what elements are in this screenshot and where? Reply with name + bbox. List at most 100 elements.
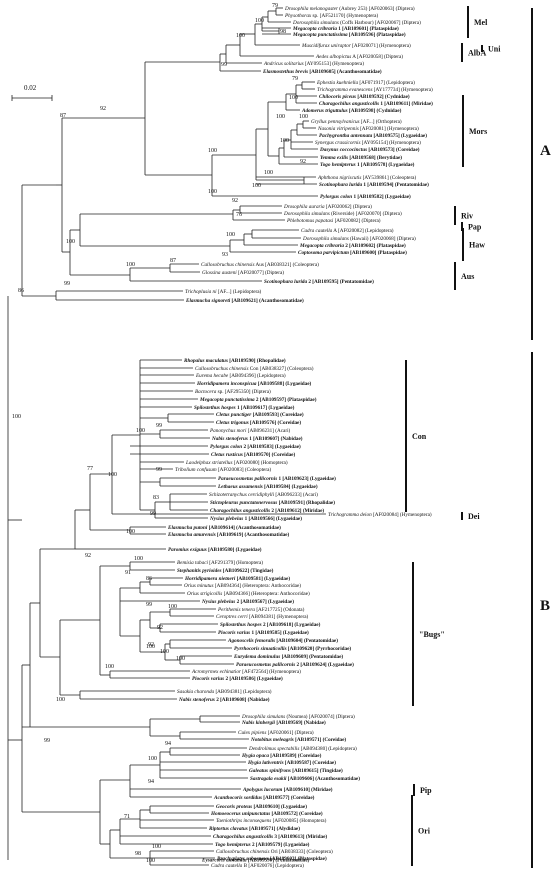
taxon-label: Coptosoma parvipictum [AB109600] (Platas…: [298, 249, 407, 256]
taxon-label: Rhopalus maculatus [AB109590] (Rhopalida…: [184, 357, 286, 364]
bootstrap-value: 100: [299, 114, 308, 120]
bootstrap-value: 100: [105, 664, 114, 670]
bootstrap-value: 92: [157, 625, 163, 631]
taxon-label: Yemma exilis [AB109568] (Berytidae): [320, 154, 402, 161]
bootstrap-value: 100: [236, 33, 245, 39]
taxon-label: Physothorax sp. [AF521170] (Hymenoptera): [284, 12, 378, 19]
group-bars: MelUniAlbAMorsRivPapHawAusConDei"Bugs"Pi…: [405, 6, 501, 866]
group-label: Mel: [474, 18, 488, 27]
taxon-label: Notobitus meleagris [AB109571] (Coreidae…: [250, 736, 346, 743]
bootstrap-value: 71: [124, 814, 130, 820]
bootstrap-value: 100: [152, 844, 161, 850]
group-label: Pap: [468, 223, 482, 232]
taxon-label: Togo hemipterus 2 [AB109579] (Lygaeidae): [215, 841, 310, 848]
taxon-label: Acanthocoris sordidus [AB109577] (Coreid…: [213, 794, 315, 801]
taxon-label: Bemisia tabaci [AF291379] (Homoptera): [177, 559, 263, 566]
group-bracket: Mors: [462, 95, 487, 167]
taxon-label: Drosophila simulans (Noumea) [AF020074] …: [241, 713, 355, 720]
bootstrap-value: 76: [236, 212, 242, 218]
group-bracket: Riv: [454, 206, 473, 225]
taxon-label: Aedes albopictus A [AF020058] (Diptera): [315, 53, 403, 60]
clade-b-label: B: [540, 598, 550, 614]
taxon-label: Gryllus pennsylvanicus [AF...] (Orthopte…: [311, 118, 402, 125]
taxon-label: Nysius plebeius 2 [AB109567] (Lygaeidae): [201, 598, 294, 605]
taxon-label: Perithemis tenera [AF217725] (Odonata): [217, 606, 305, 613]
taxon-label: Callosobruchus chinensis Ori [AB038333] …: [216, 848, 333, 855]
group-bracket: Pip: [413, 784, 432, 796]
taxon-label: Megacopta punctatissima [AB109596] (Plat…: [292, 31, 406, 38]
taxon-label: Nysius plebeius 1 [AB109566] (Lygaeidae): [209, 515, 302, 522]
bootstrap-value: 100: [136, 428, 145, 434]
taxon-label: Charagochilus angusticollis 3 [AB109613]…: [213, 833, 327, 840]
bootstrap-value: 99: [44, 738, 50, 744]
bootstrap-value: 93: [222, 252, 228, 258]
group-bracket: Pap: [461, 222, 482, 232]
bootstrap-value: 100: [226, 232, 235, 238]
group-bracket: Ori: [411, 795, 431, 866]
bootstrap-value: 99: [221, 62, 227, 68]
bootstrap-value: 100: [126, 262, 135, 268]
bootstrap-value: 100: [148, 756, 157, 762]
bootstrap-value: 100: [160, 649, 169, 655]
group-label: "Bugs": [419, 630, 445, 639]
taxon-label: Elasmucha putoni [AB109614] (Acanthosoma…: [167, 524, 281, 531]
taxon-label: Stephanitis pyrioides [AB109622] (Tingid…: [177, 567, 274, 574]
taxon-label: Eysarcoris annamita [AB109599] (Pentatom…: [201, 856, 310, 863]
taxon-label: Adomerus triguttulus [AB109598] (Cydnida…: [301, 107, 402, 114]
bootstrap-value: 100: [252, 183, 261, 189]
taxon-label: Togo hemipterus 1 [AB109578] (Lygaeidae): [320, 161, 415, 168]
taxon-label: Hygia lativentris [AB109587] (Coreidae): [247, 759, 336, 766]
taxon-label: Muscidifurax uniraptor [AF020071] (Hymen…: [301, 42, 411, 49]
taxon-label: Lethaeus assamensis [AB109584] (Lygaeida…: [217, 483, 318, 490]
taxon-label: Charagochilus angusticollis 2 [AB109612]…: [210, 507, 324, 514]
bootstrap-value: 87: [60, 113, 66, 119]
taxon-label: Taeniothrips inconsequens [AF020085] (Ho…: [216, 817, 327, 824]
taxon-label: Cletus trigonus [AB109576] (Coreidae): [216, 419, 301, 426]
group-label: Ori: [418, 827, 431, 836]
taxon-label: Spilostethus hospes 2 [AB109618] (Lygaei…: [220, 621, 321, 628]
taxon-label: Nabis stenoferus 2 [AB109608] (Nabidae): [178, 696, 270, 703]
taxon-label: Chilocoris piceus [AB109592] (Cydnidae): [319, 93, 410, 100]
bootstrap-value: 92: [232, 198, 238, 204]
taxon-label: Piocoris varius 2 [AB109586] (Lygaeidae): [192, 675, 283, 682]
bootstrap-value: 77: [87, 466, 93, 472]
taxon-label: Trichogramma evanescens [AY177734] (Hyme…: [317, 86, 433, 93]
taxon-label: Riptortus clavatus [AB109571] (Alydidae): [209, 825, 300, 832]
taxon-label: Phlebotomus papatasi [AF020082] (Diptera…: [286, 217, 381, 224]
group-label: Haw: [469, 241, 485, 250]
bootstrap-value: 99: [64, 281, 70, 287]
taxon-label: Orius strigicollis [AB094366] (Heteropte…: [187, 590, 310, 597]
taxon-label: Pylorgus colon 2 [AB109583] (Lygaeidae): [210, 443, 301, 450]
taxon-label: Dorosophila simulans (Hawaii) [AF020068]…: [302, 235, 416, 242]
taxon-label: Nasonia vitripennis [AF020081] (Hymenopt…: [317, 125, 419, 132]
group-bracket: AlbA: [461, 43, 486, 62]
bootstrap-value: 94: [148, 779, 154, 785]
bootstrap-value: 100: [146, 858, 155, 864]
taxon-label: Eurema hecabe [AB094396] (Lepidoptera): [195, 372, 286, 379]
group-label: Aus: [461, 272, 474, 281]
clade-a-marker: A: [531, 8, 551, 340]
bootstrap-value: 100: [12, 414, 21, 420]
taxon-label: Laodelphax striatellus [AF020080] (Homop…: [185, 459, 288, 466]
bootstrap-value: 100: [208, 189, 217, 195]
taxon-label: Drosophila auraria [AF020062] (Diptera): [283, 203, 372, 210]
group-bracket: Aus: [454, 262, 474, 290]
taxon-label: Pylorgus colon 1 [AB109582] (Lygaeidae): [320, 193, 411, 200]
taxon-label: Schizotetranychus cercidiphylli [AB09623…: [209, 491, 318, 498]
taxon-label: Culex pipiens [AF020061] (Diptera): [238, 729, 314, 736]
bootstrap-value: 98: [280, 29, 286, 35]
taxon-label: Acromyrmex echinatior [AF472564] (Hymeno…: [191, 668, 301, 675]
taxon-label: Elasmucha signoreti [AB109621] (Acanthos…: [185, 297, 304, 304]
bootstrap-value: 99: [156, 467, 162, 473]
taxon-label: Panonychus mori [AB096231] (Acari): [209, 427, 291, 434]
bootstrap-value: 79: [272, 3, 278, 9]
group-bracket: Dei: [461, 512, 480, 521]
bootstrap-value: 100: [108, 472, 117, 478]
taxon-label: Geocoris proteus [AB109610] (Lygaeidae): [216, 803, 307, 810]
taxon-label: Galeatus spinifrons [AB109615] (Tingidae…: [249, 767, 343, 774]
bootstrap-value: 92: [148, 642, 154, 648]
taxon-label: Apolygus lucorum [AB109610] (Miridae): [242, 786, 333, 793]
bootstrap-value: 87: [170, 258, 176, 264]
group-label: AlbA: [468, 49, 486, 58]
